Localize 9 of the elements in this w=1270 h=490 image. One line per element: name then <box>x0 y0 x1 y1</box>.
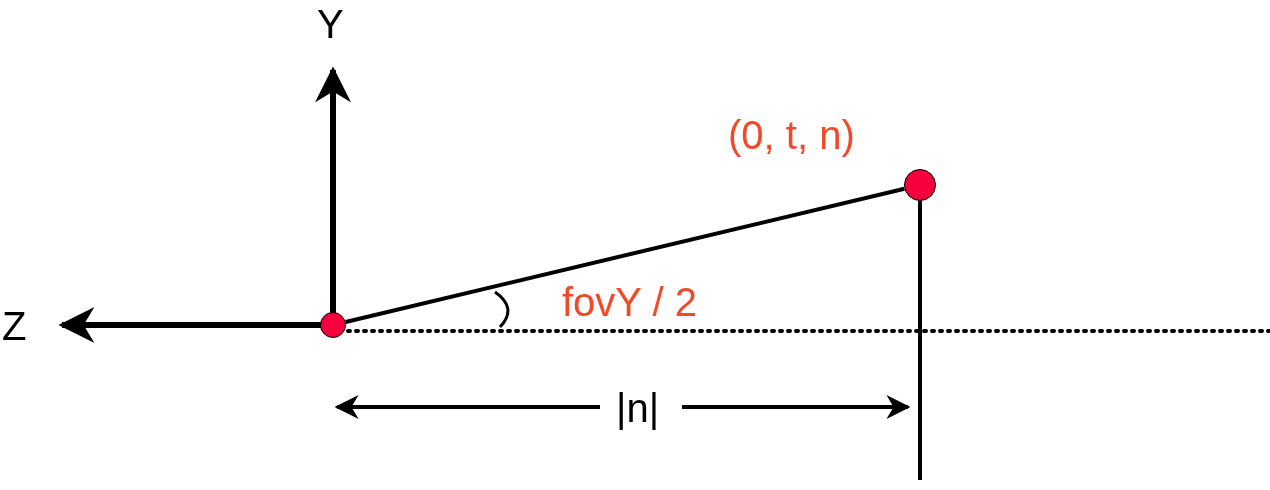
vertical-line <box>918 201 922 480</box>
dimension-label: |n| <box>616 386 660 430</box>
angle-label: fovY / 2 <box>562 280 697 324</box>
point-dot <box>904 169 936 201</box>
point-dot <box>320 312 346 338</box>
axis-label: Y <box>317 2 344 46</box>
point-label: (0, t, n) <box>728 113 855 157</box>
axis-label: Z <box>2 304 27 348</box>
line <box>345 186 905 324</box>
